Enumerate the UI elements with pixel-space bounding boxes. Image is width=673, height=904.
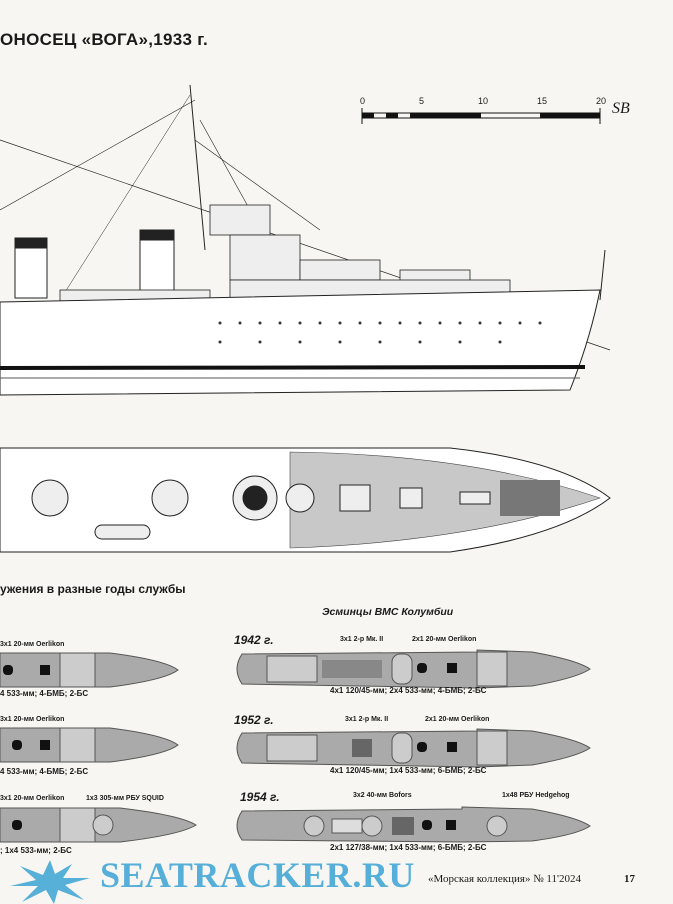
subheading: Эсминцы ВМС Колумбии xyxy=(322,606,454,618)
ship-side-profile xyxy=(0,84,611,396)
armament-text: 4 533-мм; 4-БМБ; 2-БС xyxy=(0,689,89,698)
armament-text: 2x1 127/38-мм; 1x4 533-мм; 6-БМБ; 2-БС xyxy=(330,843,487,852)
section-heading: ужения в разные годы службы xyxy=(0,582,186,596)
page-number: 17 xyxy=(624,873,635,885)
scale-tick-label: 5 xyxy=(419,96,425,106)
weapon-label: 1x3 305-мм РБУ SQUID xyxy=(86,795,164,802)
watermark-text: SEATRACKER.RU xyxy=(100,855,415,895)
artist-signature: ЅВ xyxy=(612,100,630,117)
variant-year: 1952 г. xyxy=(234,713,274,727)
scale-tick-label: 15 xyxy=(537,96,548,106)
weapon-label: 3x1 20-мм Oerlikon xyxy=(0,641,65,648)
weapon-label: 3x1 20-мм Oerlikon xyxy=(0,716,65,723)
drawing-title: ОНОСЕЦ «ВОГА»,1933 г. xyxy=(0,30,208,49)
plan-view xyxy=(0,807,197,843)
plan-view xyxy=(236,728,591,768)
weapon-label: 1x48 РБУ Hedgehog xyxy=(502,792,570,799)
plan-view xyxy=(0,652,179,688)
weapon-label: 3x1 2-р Мк. II xyxy=(345,716,389,723)
plan-view xyxy=(236,649,591,689)
scale-tick-label: 20 xyxy=(596,96,607,106)
scale-tick-label: 10 xyxy=(478,96,489,106)
weapon-label: 2x1 20-мм Oerlikon xyxy=(412,636,477,643)
magazine-footer: «Морская коллекция» № 11'2024 xyxy=(428,873,582,885)
scale-tick-label: 0 xyxy=(360,96,366,106)
weapon-label: 3x2 40-мм Bofors xyxy=(353,792,412,799)
ship-top-view xyxy=(0,447,611,553)
weapon-label: 3x1 2-р Мк. II xyxy=(340,636,384,643)
scale-ruler xyxy=(361,108,601,124)
plan-view xyxy=(236,806,591,843)
variant-year: 1942 г. xyxy=(234,633,274,647)
armament-text: 4 533-мм; 4-БМБ; 2-БС xyxy=(0,767,89,776)
plan-view xyxy=(0,727,179,763)
variant-year: 1954 г. xyxy=(240,790,280,804)
armament-text: 4x1 120/45-мм; 1x4 533-мм; 6-БМБ; 2-БС xyxy=(330,766,487,775)
armament-text: 4x1 120/45-мм; 2x4 533-мм; 4-БМБ; 2-БС xyxy=(330,686,487,695)
armament-text: ; 1x4 533-мм; 2-БС xyxy=(0,846,72,855)
watermark-starburst-icon xyxy=(10,860,90,904)
weapon-label: 2x1 20-мм Oerlikon xyxy=(425,716,490,723)
weapon-label: 3x1 20-мм Oerlikon xyxy=(0,795,65,802)
